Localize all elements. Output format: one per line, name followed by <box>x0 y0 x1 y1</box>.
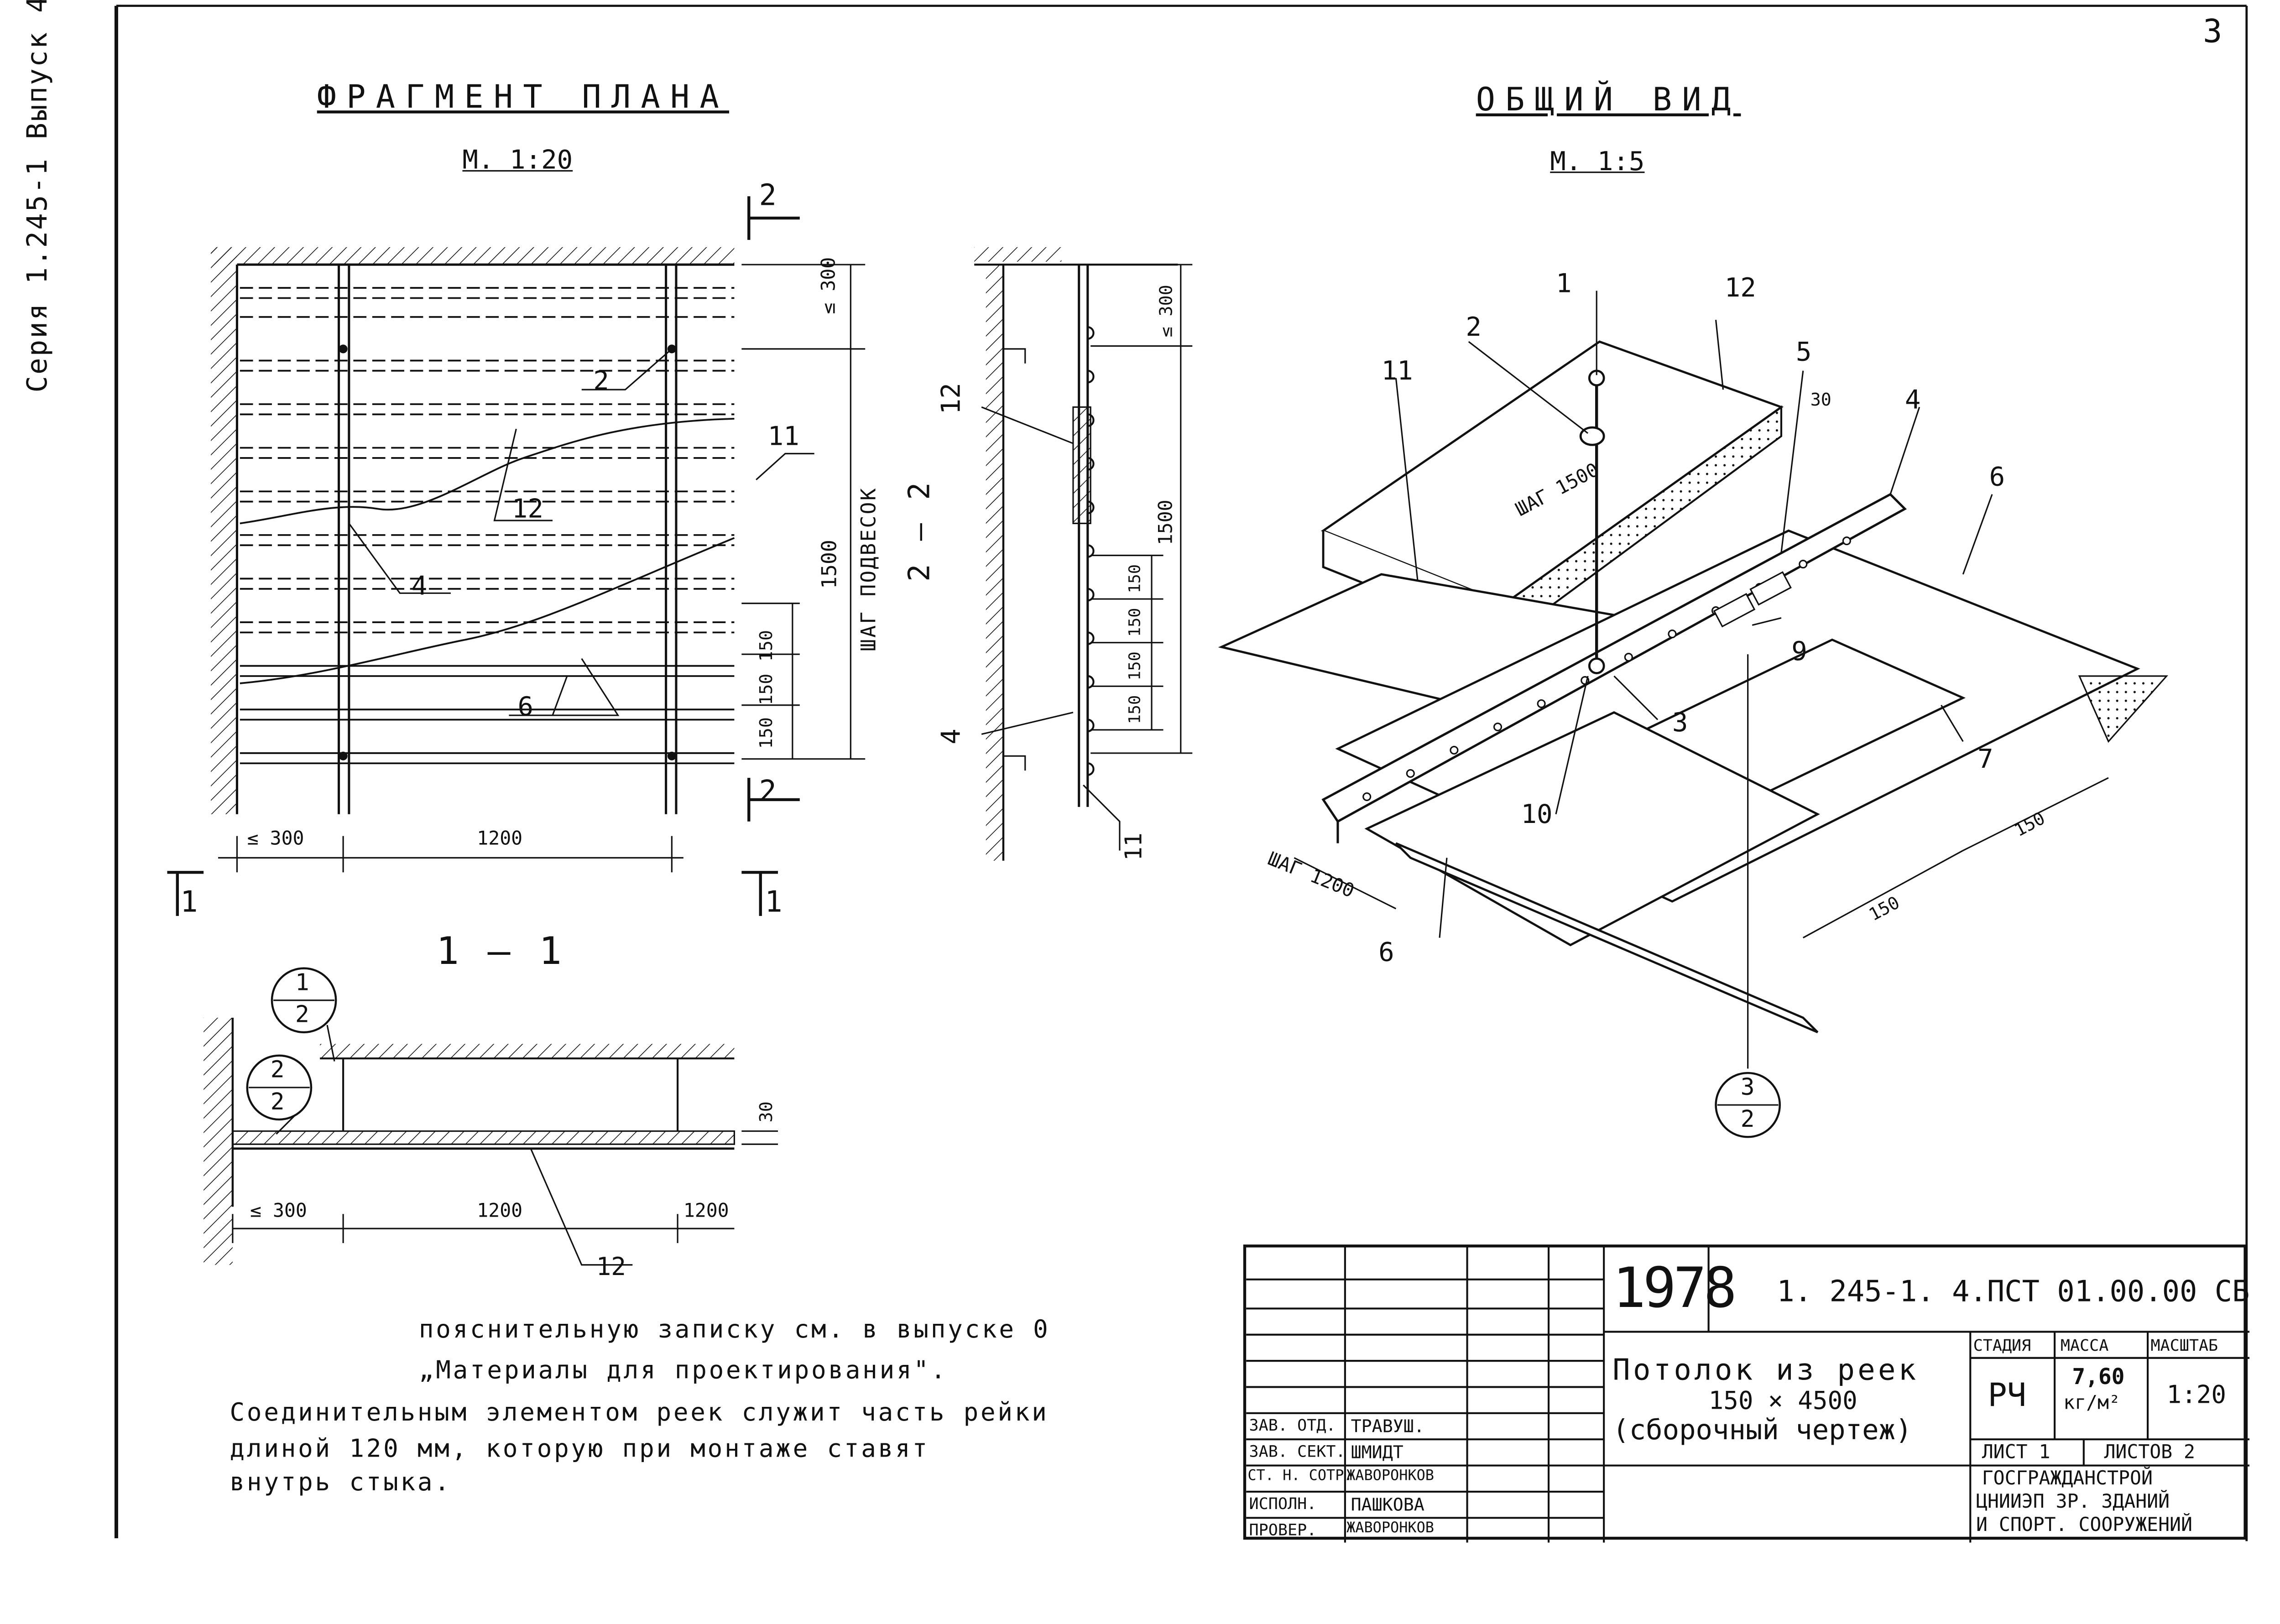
tb-code: 1. 245-1. 4.ПСТ 01.00.00 СБ <box>1777 1273 2250 1309</box>
tb-org-2: ЦНИИЭП ЗР. ЗДАНИЙ <box>1976 1491 2170 1514</box>
tb-year: 1978 <box>1612 1256 1737 1320</box>
iso-pos-12: 12 <box>1724 273 1756 304</box>
node-1-bottom: 2 <box>295 1000 309 1028</box>
section-1-1-drawing <box>203 967 778 1266</box>
section22-dim-150-c: 150 <box>1125 651 1145 681</box>
section22-dim-150-b: 150 <box>1125 608 1145 637</box>
tb-sheets: ЛИСТОВ 2 <box>2104 1442 2196 1464</box>
tb-org-3: И СПОРТ. СООРУЖЕНИЙ <box>1976 1515 2192 1537</box>
plan-dim-150-a: 150 <box>756 630 777 662</box>
iso-pos-10: 10 <box>1521 799 1553 830</box>
plan-pos-12: 12 <box>511 494 543 525</box>
plan-pos-2: 2 <box>593 366 609 397</box>
plan-dim-150-b: 150 <box>756 673 777 705</box>
page-number: 3 <box>2203 14 2223 51</box>
section11-dim-1200: 1200 <box>477 1201 523 1223</box>
iso-pos-6-top: 6 <box>1989 462 2005 493</box>
section11-dim-30: 30 <box>756 1101 777 1123</box>
plan-pos-6: 6 <box>517 692 534 723</box>
title-block-grid <box>1246 1247 2250 1543</box>
section11-pos-12: 12 <box>596 1253 626 1283</box>
iso-pos-3: 3 <box>1672 708 1688 739</box>
iso-node-top: 3 <box>1740 1073 1755 1101</box>
plan-dim-le300-bottom: ≤ 300 <box>247 828 304 851</box>
section22-dim-150-d: 150 <box>1125 695 1145 724</box>
iso-pos-5: 5 <box>1795 337 1812 368</box>
iso-pos-4: 4 <box>1904 385 1921 416</box>
node-2-top: 2 <box>270 1055 285 1083</box>
plan-dim-le300-right: ≤ 300 <box>819 257 841 314</box>
tb-org-1: ГОСГРАЖДАНСТРОЙ <box>1982 1468 2153 1490</box>
plan-pos-4: 4 <box>411 571 428 602</box>
note-line-3: Соединительным элементом реек служит час… <box>230 1398 1049 1428</box>
iso-pos-2: 2 <box>1466 312 1482 344</box>
tb-stage: РЧ <box>1988 1378 2026 1415</box>
section11-dim-1200-b: 1200 <box>683 1201 729 1223</box>
sig-role-5: ПРОВЕР. <box>1249 1520 1317 1540</box>
section22-pos-12: 12 <box>936 383 967 415</box>
tb-name-2: 150 × 4500 <box>1708 1387 1857 1416</box>
tb-scale: 1:20 <box>2166 1381 2226 1411</box>
tb-mass-label: МАССА <box>2060 1336 2109 1355</box>
note-line-1: пояснительную записку см. в выпуске 0 <box>418 1316 1050 1345</box>
sig-name-1: ТРАВУШ. <box>1351 1416 1424 1437</box>
iso-pos-9: 9 <box>1791 636 1807 667</box>
section22-dim-le300: ≤ 300 <box>1156 285 1177 338</box>
tb-name-3: (сборочный чертеж) <box>1612 1415 1912 1447</box>
plan-section-mark-2-bottom: 2 <box>759 773 777 809</box>
plan-title: ФРАГМЕНТ ПЛАНА <box>317 80 730 116</box>
plan-section-mark-1-left: 1 <box>180 884 198 919</box>
side-series-label: Серия 1.245-1 Выпуск 4 <box>21 0 54 393</box>
iso-dim-30: 30 <box>1810 390 1831 410</box>
tb-sheet: ЛИСТ 1 <box>1982 1442 2050 1464</box>
plan-dim-1200: 1200 <box>477 828 523 851</box>
note-line-4: длиной 120 мм, которую при монтаже ставя… <box>230 1435 929 1464</box>
sig-name-4: ПАШКОВА <box>1351 1494 1424 1515</box>
plan-dim-step: ШАГ ПОДВЕСОК <box>858 487 882 651</box>
plan-section-mark-2-top: 2 <box>759 177 777 213</box>
note-line-5: внутрь стыка. <box>230 1468 452 1498</box>
general-view-title: ОБЩИЙ ВИД <box>1476 83 1741 120</box>
plan-dim-150-c: 150 <box>756 717 777 749</box>
tb-mass-unit: кг/м² <box>2063 1393 2120 1415</box>
sig-name-5: ЖАВОРОНКОВ <box>1346 1520 1434 1537</box>
general-view-scale: М. 1:5 <box>1550 146 1645 177</box>
iso-pos-6-bottom: 6 <box>1378 937 1394 968</box>
sig-role-2: ЗАВ. СЕКТ. <box>1249 1442 1346 1462</box>
sig-name-3: ЖАВОРОНКОВ <box>1346 1468 1434 1485</box>
section-2-2-drawing <box>974 247 1193 861</box>
sig-name-2: ШМИДТ <box>1351 1442 1403 1463</box>
plan-scale: М. 1:20 <box>462 145 573 176</box>
section22-pos-11: 11 <box>1119 833 1148 861</box>
section22-dim-150-a: 150 <box>1125 564 1145 593</box>
plan-dim-1500: 1500 <box>819 540 842 589</box>
iso-pos-11: 11 <box>1381 356 1413 387</box>
tb-name-1: Потолок из реек <box>1612 1352 1919 1387</box>
title-block: 1978 1. 245-1. 4.ПСТ 01.00.00 СБ Потолок… <box>1243 1244 2250 1543</box>
section-1-1-title: 1 — 1 <box>436 930 565 974</box>
iso-pos-1: 1 <box>1555 269 1572 300</box>
node-2-bottom: 2 <box>270 1087 285 1115</box>
plan-fragment-drawing <box>167 196 866 916</box>
iso-pos-7: 7 <box>1977 744 1993 775</box>
section22-dim-1500: 1500 <box>1156 500 1178 546</box>
sig-role-3: СТ. Н. СОТР. <box>1247 1468 1353 1485</box>
isometric-view-drawing <box>1218 291 2169 1138</box>
sig-role-1: ЗАВ. ОТД. <box>1249 1416 1336 1435</box>
plan-pos-11: 11 <box>767 422 799 453</box>
iso-node-bottom: 2 <box>1740 1105 1755 1133</box>
note-line-2: „Материалы для проектирования". <box>418 1356 948 1386</box>
plan-section-mark-1-right: 1 <box>765 884 783 919</box>
section22-pos-4: 4 <box>936 729 967 744</box>
node-1-top: 1 <box>295 968 309 996</box>
tb-stage-label: СТАДИЯ <box>1973 1336 2031 1355</box>
section11-dim-le300: ≤ 300 <box>250 1201 307 1223</box>
sig-role-4: ИСПОЛН. <box>1249 1494 1317 1514</box>
tb-scale-label: МАСШТАБ <box>2150 1336 2218 1355</box>
tb-mass: 7,60 <box>2072 1364 2125 1390</box>
